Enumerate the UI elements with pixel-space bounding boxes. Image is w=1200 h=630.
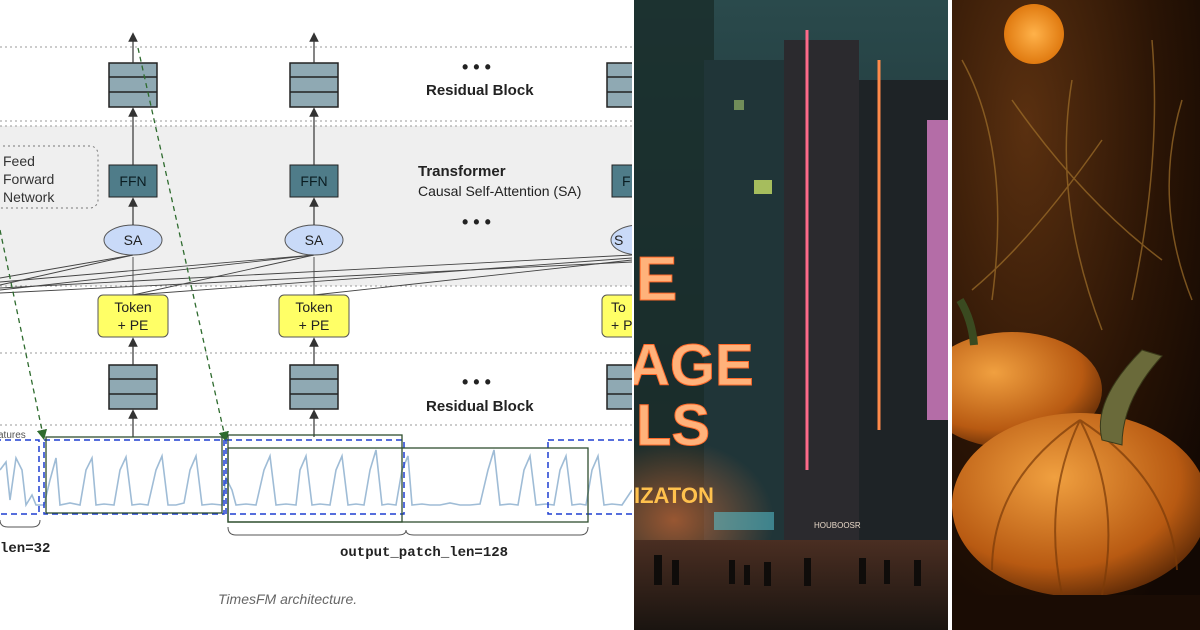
sa-label-1: SA <box>124 232 143 248</box>
token-label-3b: + P <box>611 317 632 333</box>
ellipsis-middle: • • • <box>462 212 491 232</box>
input-patch-box-0 <box>0 439 40 515</box>
sa-label-3: S <box>614 232 623 248</box>
residual-block-top-1 <box>108 62 158 108</box>
ffn-side-line1: Feed <box>3 153 35 169</box>
glowing-orb <box>1004 4 1064 64</box>
pumpkin-front-stem <box>1099 349 1163 446</box>
neon-sign-2: AGE <box>634 333 754 398</box>
sa-node-2: SA <box>284 224 344 256</box>
ffn-side-line2: Forward <box>3 171 54 187</box>
architecture-diagram: Feed Forward Network • • • Residual Bloc… <box>0 32 632 607</box>
pedestrians <box>654 555 921 586</box>
sa-label-2: SA <box>305 232 324 248</box>
pumpkin-photo <box>952 0 1200 630</box>
residual-block-label-bottom: Residual Block <box>426 398 534 415</box>
ffn-side-box <box>0 145 99 209</box>
lit-window-2 <box>734 100 744 110</box>
neon-sign-5: HOUBOOSR <box>814 521 861 530</box>
ffn-box-3-partial: F <box>611 164 632 198</box>
neon-sign-3: LS <box>636 393 710 458</box>
transformer-label: Transformer <box>418 163 506 180</box>
input-patch-len-label: len=32 <box>0 541 50 557</box>
green-dashed-arrow-1 <box>0 229 48 441</box>
neon-sign-4: IZATON <box>634 483 714 508</box>
output-patch-brace <box>227 526 589 536</box>
ffn-label-3: F <box>622 173 631 189</box>
token-label-1b: + PE <box>118 317 149 333</box>
street <box>634 540 948 630</box>
sa-node-1: SA <box>103 224 163 256</box>
green-dashed-arrow-2 <box>137 47 229 443</box>
sa-node-3-partial: S <box>610 225 632 255</box>
features-label: atures <box>0 430 26 441</box>
ground <box>952 595 1200 630</box>
token-pe-box-2: Token + PE <box>278 294 350 338</box>
street-sign-cyan <box>714 512 774 530</box>
token-label-2a: Token <box>295 299 332 315</box>
output-patch-len-label: output_patch_len=128 <box>340 545 508 561</box>
token-label-2b: + PE <box>299 317 330 333</box>
ffn-box-1: FFN <box>108 164 158 198</box>
token-label-1a: Token <box>114 299 151 315</box>
residual-block-label-top: Residual Block <box>426 82 534 99</box>
ellipsis-bottom: • • • <box>462 372 491 392</box>
dry-grass <box>961 39 1193 331</box>
attention-connections <box>0 254 632 296</box>
architecture-diagram-panel: Feed Forward Network • • • Residual Bloc… <box>0 32 632 607</box>
ffn-label-1: FFN <box>119 173 146 189</box>
ffn-side-line3: Network <box>3 189 55 205</box>
output-patch-box-1 <box>45 436 223 514</box>
residual-block-top-3-partial <box>606 62 632 108</box>
output-patch-box-3 <box>227 447 589 523</box>
residual-block-bottom-1 <box>108 364 158 410</box>
input-patch-box-2 <box>225 439 405 515</box>
token-pe-box-1: Token + PE <box>97 294 169 338</box>
token-label-3a: To <box>611 299 626 315</box>
neon-city-illustration: E AGE LS IZATON HOUBOOSR <box>634 0 948 630</box>
pumpkin-front <box>952 413 1200 597</box>
billboard-pink <box>927 120 948 420</box>
time-series-line <box>0 449 632 508</box>
lit-window-1 <box>754 180 772 194</box>
pumpkin-back-stem <box>956 297 978 346</box>
pumpkin-illustration <box>952 0 1200 630</box>
input-patch-box-3 <box>547 439 632 515</box>
token-pe-box-3-partial: To + P <box>601 294 632 338</box>
ellipsis-top: • • • <box>462 57 491 77</box>
ffn-box-2: FFN <box>289 164 339 198</box>
diagram-caption: TimesFM architecture. <box>218 591 357 607</box>
residual-block-top-2 <box>289 62 339 108</box>
input-patch-box-1 <box>43 439 225 515</box>
residual-block-bottom-2 <box>289 364 339 410</box>
input-patch-brace <box>0 519 41 528</box>
ffn-label-2: FFN <box>300 173 327 189</box>
neon-city-photo: E AGE LS IZATON HOUBOOSR <box>634 0 948 630</box>
attention-label: Causal Self-Attention (SA) <box>418 183 581 199</box>
neon-sign-1: E <box>636 245 677 314</box>
tower-building <box>784 40 859 620</box>
residual-block-bottom-3-partial <box>606 364 632 410</box>
